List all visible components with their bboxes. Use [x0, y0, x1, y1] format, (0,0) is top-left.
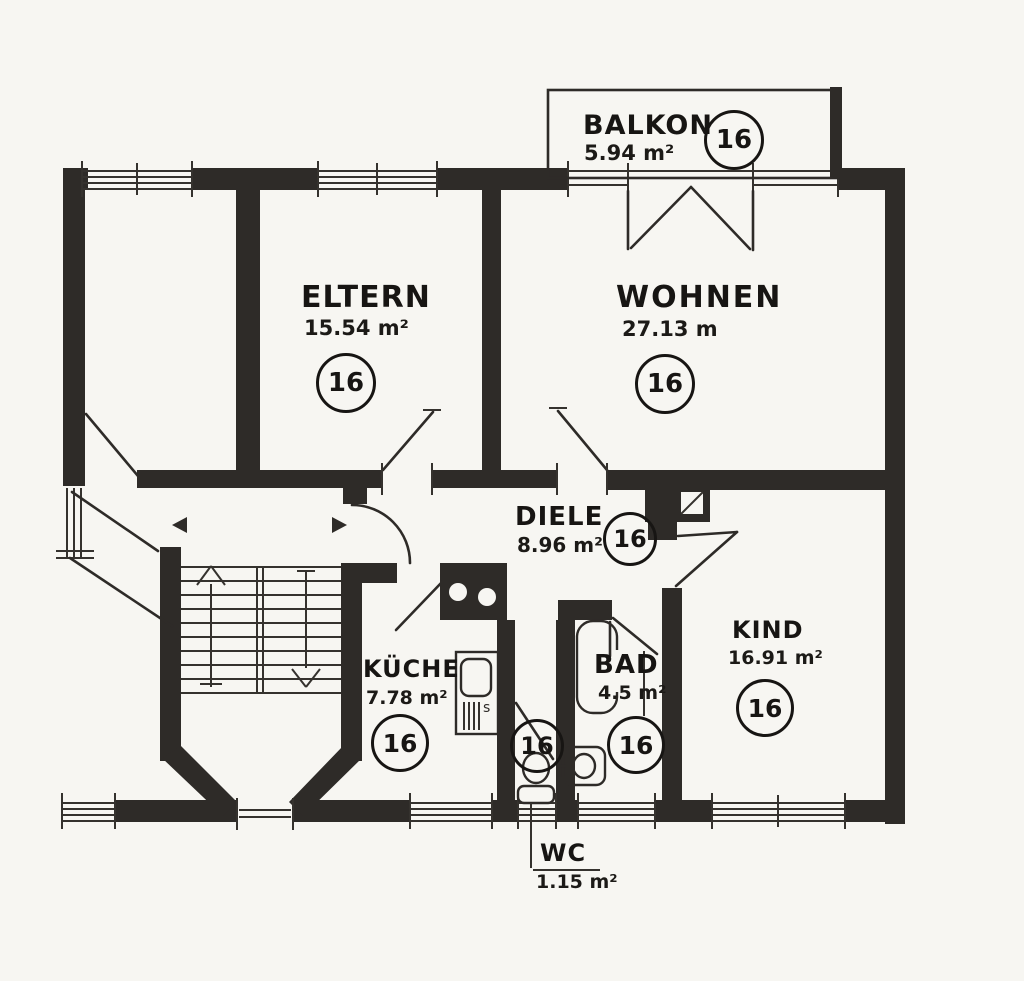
- bad-sink: [556, 745, 607, 787]
- door-eltern: [381, 409, 441, 495]
- fixtures-layer: s: [454, 619, 645, 871]
- room-label-diele: DIELE: [515, 502, 604, 532]
- room-area-diele: 8.96 m²: [517, 533, 603, 557]
- doors-layer: [68, 185, 755, 761]
- door-balcony-double: [626, 185, 755, 252]
- room-label-eltern: ELTERN: [301, 280, 431, 315]
- room-area-wohnen: 27.13 m: [622, 317, 718, 341]
- apartment-number-badge-bad: 16: [607, 716, 665, 774]
- stair-up-arrow: [196, 565, 226, 687]
- room-area-kind: 16.91 m²: [728, 647, 823, 669]
- door-apartment-entry: [350, 503, 412, 565]
- window-bad: [578, 802, 655, 822]
- apartment-number-badge-wohnen: 16: [635, 354, 695, 414]
- balcony-outline: [546, 87, 842, 180]
- apartment-number-badge-eltern: 16: [316, 353, 376, 413]
- door-wohnen: [549, 407, 609, 495]
- door-kind: [674, 530, 739, 588]
- arrow-right-icon: [332, 517, 347, 533]
- window-wc: [518, 802, 556, 822]
- apartment-number-badge-kind: 16: [736, 679, 794, 737]
- entrance-door: [239, 809, 291, 818]
- room-area-eltern: 15.54 m²: [304, 316, 409, 340]
- apartment-number-badge-kueche: 16: [371, 714, 429, 772]
- arrow-left-icon: [172, 517, 187, 533]
- kitchen-sink: s: [454, 650, 500, 736]
- apartment-number-badge-wc: 16: [510, 719, 564, 773]
- door-kueche: [394, 579, 445, 632]
- apartment-number-badge-balkon: 16: [704, 110, 764, 170]
- room-label-wohnen: WOHNEN: [616, 280, 783, 315]
- room-label-bad: BAD: [594, 650, 659, 680]
- room-label-kind: KIND: [732, 616, 804, 644]
- door-left-room: [84, 412, 140, 478]
- door-neighbor-lower: [68, 556, 174, 628]
- stair-down-arrow: [291, 570, 321, 688]
- room-label-wc: WC: [540, 839, 587, 867]
- room-area-kueche: 7.78 m²: [366, 687, 448, 709]
- apartment-number-badge-diele: 16: [603, 512, 657, 566]
- kitchen-sink-letter: s: [483, 700, 490, 716]
- door-bad: [608, 616, 659, 658]
- room-area-bad: 4.5 m²: [598, 682, 667, 704]
- window-kueche: [410, 802, 492, 822]
- room-area-wc: 1.15 m²: [536, 871, 618, 893]
- wc-leader-line: [530, 803, 600, 871]
- door-neighbor-upper: [70, 490, 160, 553]
- window-bottom-left: [62, 802, 115, 822]
- staircase: [181, 565, 341, 694]
- bathtub: [575, 619, 620, 715]
- room-area-balkon: 5.94 m²: [584, 141, 675, 165]
- window-landing-left: [56, 488, 94, 559]
- room-label-kueche: KÜCHE: [363, 655, 460, 683]
- walls-layer: [63, 168, 905, 824]
- room-label-balkon: BALKON: [583, 110, 713, 141]
